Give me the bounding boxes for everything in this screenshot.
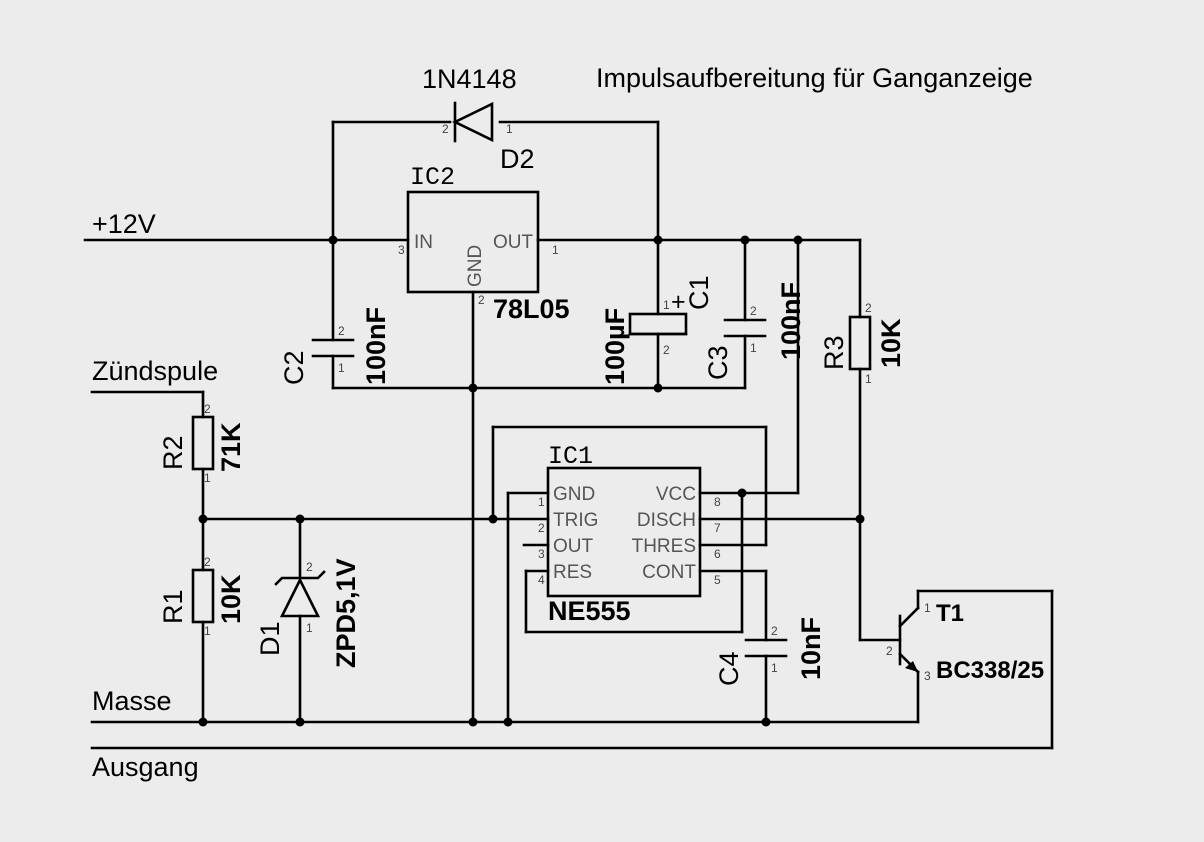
svg-text:1: 1 <box>506 122 513 136</box>
c2-value: 100nF <box>361 307 391 385</box>
ic1-pin-num-1: 1 <box>538 495 545 509</box>
t1-value: BC338/25 <box>936 657 1044 684</box>
svg-text:1: 1 <box>552 243 559 257</box>
svg-text:IN: IN <box>414 232 433 253</box>
svg-text:1: 1 <box>865 372 872 386</box>
svg-text:OUT: OUT <box>493 232 534 253</box>
svg-text:2: 2 <box>771 624 778 638</box>
net-label-output: Ausgang <box>92 752 199 782</box>
net-label-input: Zündspule <box>92 356 218 386</box>
ic1-pin-vcc: VCC <box>656 484 696 505</box>
c4-value: 10nF <box>796 617 826 680</box>
svg-text:3: 3 <box>924 669 931 683</box>
ic1-pin-gnd: GND <box>553 484 595 505</box>
d1-ref: D1 <box>255 621 285 656</box>
svg-text:2: 2 <box>663 343 670 357</box>
d2-ref: D2 <box>500 144 535 174</box>
r3-value: 10K <box>876 318 906 368</box>
svg-text:1: 1 <box>750 341 757 355</box>
svg-text:2: 2 <box>750 304 757 318</box>
r1-value: 10K <box>216 574 246 624</box>
d2-value: 1N4148 <box>422 64 517 94</box>
svg-text:2: 2 <box>204 402 211 416</box>
ic1-value: NE555 <box>548 596 631 626</box>
zener-d1: 2 1 D1 ZPD5,1V <box>255 558 361 668</box>
schematic-title: Impulsaufbereitung für Ganganzeige <box>596 63 1033 93</box>
capacitor-c1: 1 2 + C1 100µF <box>600 275 714 385</box>
ic1-pin-num-5: 5 <box>714 573 721 587</box>
c3-ref: C3 <box>703 345 733 380</box>
net-label-ground: Masse <box>92 686 172 716</box>
ic1-pin-num-6: 6 <box>714 547 721 561</box>
ic1-pin-res: RES <box>553 562 592 583</box>
ic1-pin-trig: TRIG <box>553 510 598 531</box>
resistor-r3: 2 1 R3 10K <box>819 301 906 386</box>
junctions <box>198 235 865 727</box>
transistor-t1: 1 2 3 T1 BC338/25 <box>886 600 1044 684</box>
ic1-pin-num-4: 4 <box>538 573 545 587</box>
ic1-pin-num-3: 3 <box>538 547 545 561</box>
svg-text:2: 2 <box>306 560 313 574</box>
svg-text:2: 2 <box>204 555 211 569</box>
r3-ref: R3 <box>819 335 849 370</box>
ic1-pin-num-8: 8 <box>714 495 721 509</box>
svg-text:1: 1 <box>204 624 211 638</box>
ic2-ref: IC2 <box>410 163 455 192</box>
svg-text:GND: GND <box>465 245 486 287</box>
svg-text:1: 1 <box>771 661 778 675</box>
svg-text:2: 2 <box>478 293 485 307</box>
svg-text:2: 2 <box>442 122 449 136</box>
ic1-pin-thres: THRES <box>632 536 696 557</box>
t1-ref: T1 <box>936 600 964 627</box>
svg-text:1: 1 <box>204 471 211 485</box>
svg-text:3: 3 <box>398 243 405 257</box>
ic1-pin-num-2: 2 <box>538 521 545 535</box>
c1-ref: C1 <box>684 275 714 310</box>
ic1-pin-out: OUT <box>553 536 594 557</box>
capacitor-c4: 2 1 C4 10nF <box>714 617 826 686</box>
svg-text:2: 2 <box>338 324 345 338</box>
ic1-pin-disch: DISCH <box>637 510 696 531</box>
net-label-supply: +12V <box>92 209 156 239</box>
ic2-value: 78L05 <box>493 294 570 324</box>
capacitor-c2: 2 1 C2 100nF <box>279 307 391 385</box>
r2-value: 71K <box>216 422 246 472</box>
ic1-pin-cont: CONT <box>642 562 696 583</box>
c2-ref: C2 <box>279 350 309 385</box>
regulator-ic2: IC2 IN OUT GND 3 1 2 78L05 <box>398 163 570 324</box>
svg-text:1: 1 <box>663 298 670 312</box>
r1-ref: R1 <box>158 589 188 624</box>
c1-polarity: + <box>671 288 686 316</box>
resistor-r2: 2 1 R2 71K <box>158 402 246 485</box>
svg-text:1: 1 <box>306 621 313 635</box>
c3-value: 100nF <box>776 282 806 360</box>
svg-text:2: 2 <box>886 644 893 658</box>
c4-ref: C4 <box>714 651 744 686</box>
capacitor-c3: 2 1 C3 100nF <box>703 282 806 380</box>
svg-text:2: 2 <box>865 301 872 315</box>
r2-ref: R2 <box>158 435 188 470</box>
d1-value: ZPD5,1V <box>331 558 361 668</box>
diode-d2: 2 1 1N4148 D2 <box>422 64 535 174</box>
ic1-pin-num-7: 7 <box>714 521 721 535</box>
resistor-r1: 2 1 R1 10K <box>158 555 246 638</box>
svg-text:1: 1 <box>924 601 931 615</box>
svg-text:1: 1 <box>338 361 345 375</box>
ic1-ref: IC1 <box>548 442 593 471</box>
c1-value: 100µF <box>600 308 630 385</box>
